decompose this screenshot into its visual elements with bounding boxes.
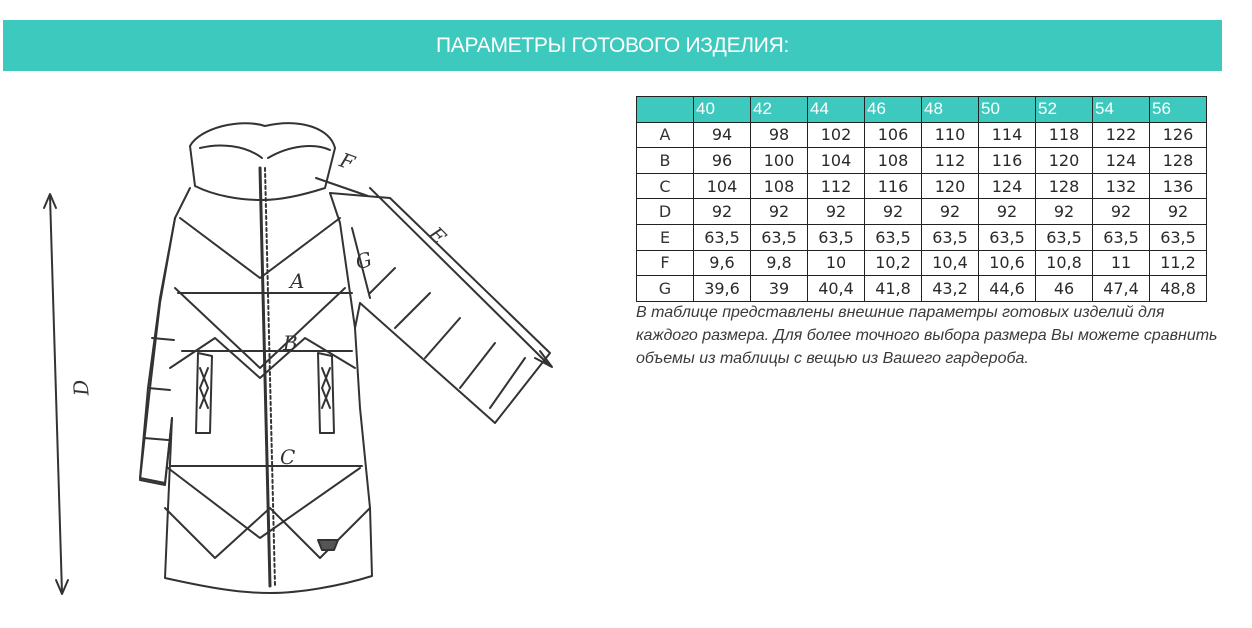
table-cell: 46 (1035, 275, 1093, 302)
table-cell: 100 (750, 147, 808, 174)
table-cell: 39 (750, 275, 808, 302)
table-cell: 120 (1035, 147, 1093, 174)
table-cell: 10,2 (864, 249, 922, 277)
table-cell: 136 (1149, 172, 1207, 200)
label-d: D (68, 379, 93, 398)
size-header: 56 (1149, 96, 1207, 123)
size-header: 42 (750, 96, 808, 123)
size-header: 46 (864, 96, 922, 123)
table-cell: 63,5 (978, 223, 1036, 251)
table-cell: 106 (864, 121, 922, 149)
table-cell: 112 (807, 172, 865, 200)
row-label: F (636, 249, 694, 277)
table-cell: 122 (1092, 121, 1150, 149)
table-cell: 124 (1092, 147, 1150, 174)
label-a: A (288, 269, 304, 293)
page-title: ПАРАМЕТРЫ ГОТОВОГО ИЗДЕЛИЯ: (435, 33, 789, 57)
table-cell: 92 (1092, 198, 1150, 225)
size-header: 54 (1092, 96, 1150, 123)
size-header: 48 (921, 96, 979, 123)
size-header: 40 (693, 96, 751, 123)
label-c: C (280, 445, 295, 469)
table-cell: 63,5 (1149, 223, 1207, 251)
table-cell: 10,8 (1035, 249, 1093, 277)
table-cell: 108 (750, 172, 808, 200)
size-note: В таблице представлены внешние параметры… (636, 304, 1218, 367)
row-label: A (636, 121, 694, 149)
table-cell: 92 (1149, 198, 1207, 225)
table-cell: 92 (921, 198, 979, 225)
row-label: D (636, 198, 694, 225)
table-cell: 98 (750, 121, 808, 149)
table-cell: 39,6 (693, 275, 751, 302)
table-cell: 94 (693, 121, 751, 149)
table-cell: 108 (864, 147, 922, 174)
table-cell: 92 (750, 198, 808, 225)
table-cell: 63,5 (693, 223, 751, 251)
table-cell: 63,5 (921, 223, 979, 251)
table-cell: 63,5 (864, 223, 922, 251)
label-b: B (282, 331, 298, 355)
table-cell: 102 (807, 121, 865, 149)
table-cell: 120 (921, 172, 979, 200)
table-cell: 116 (864, 172, 922, 200)
table-cell: 44,6 (978, 275, 1036, 302)
table-cell: 10,4 (921, 249, 979, 277)
table-cell: 112 (921, 147, 979, 174)
label-g: G (353, 247, 375, 274)
table-cell: 92 (693, 198, 751, 225)
table-cell: 63,5 (750, 223, 808, 251)
size-header: 50 (978, 96, 1036, 123)
coat-sketch: A B C D E F G (43, 122, 553, 595)
table-cell: 11,2 (1149, 249, 1207, 277)
row-label: E (636, 223, 694, 251)
table-cell: 43,2 (921, 275, 979, 302)
table-cell: 104 (693, 172, 751, 200)
table-cell: 92 (1035, 198, 1093, 225)
table-cell: 92 (864, 198, 922, 225)
table-cell: 114 (978, 121, 1036, 149)
size-header: 44 (807, 96, 865, 123)
table-cell: 116 (978, 147, 1036, 174)
table-cell: 128 (1035, 172, 1093, 200)
table-cell: 92 (978, 198, 1036, 225)
table-cell: 118 (1035, 121, 1093, 149)
table-cell: 9,6 (693, 249, 751, 277)
row-label: G (636, 275, 694, 302)
table-cell: 63,5 (807, 223, 865, 251)
table-cell: 92 (807, 198, 865, 225)
table-cell: 128 (1149, 147, 1207, 174)
table-cell: 48,8 (1149, 275, 1207, 302)
table-cell: 96 (693, 147, 751, 174)
corner-cell (636, 96, 694, 123)
table-cell: 63,5 (1092, 223, 1150, 251)
size-header-row: 40 42 44 46 48 50 52 54 56 (636, 96, 1207, 123)
table-cell: 110 (921, 121, 979, 149)
table-cell: 124 (978, 172, 1036, 200)
table-cell: 126 (1149, 121, 1207, 149)
row-label: B (636, 147, 694, 174)
table-cell: 47,4 (1092, 275, 1150, 302)
table-cell: 104 (807, 147, 865, 174)
table-cell: 63,5 (1035, 223, 1093, 251)
table-cell: 11 (1092, 249, 1150, 277)
table-cell: 10 (807, 249, 865, 277)
label-f: F (336, 147, 359, 175)
size-header: 52 (1035, 96, 1093, 123)
table-cell: 132 (1092, 172, 1150, 200)
title-banner: ПАРАМЕТРЫ ГОТОВОГО ИЗДЕЛИЯ: (3, 20, 1222, 71)
row-label: C (636, 172, 694, 200)
table-cell: 40,4 (807, 275, 865, 302)
table-cell: 41,8 (864, 275, 922, 302)
table-cell: 9,8 (750, 249, 808, 277)
table-cell: 10,6 (978, 249, 1036, 277)
